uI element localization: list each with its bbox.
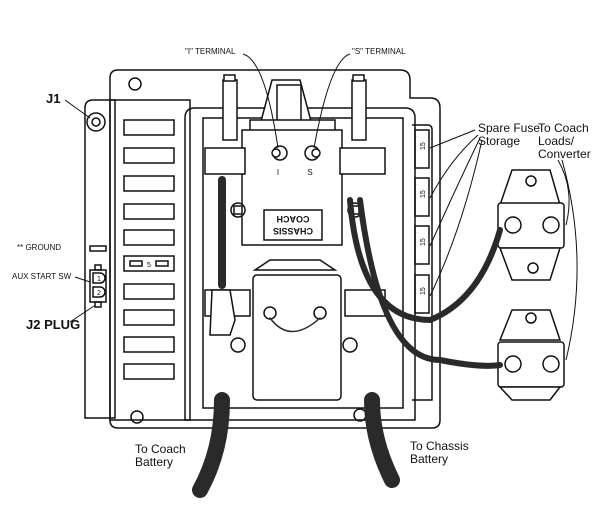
fuse-slot [123, 175, 175, 192]
j1-stud-outer [86, 112, 106, 132]
leader-spare-1 [429, 129, 476, 149]
j1-label: J1 [46, 91, 61, 106]
to-coach-battery-label: To Coach Battery [135, 442, 186, 470]
spare-fuse-label: 15 [420, 287, 427, 295]
cable-to-breaker-bottom [357, 197, 503, 369]
spare-fuse-label: 15 [420, 142, 427, 150]
relay-stud-left [263, 306, 277, 320]
fuse-slot [123, 229, 175, 246]
leader-j1 [64, 99, 91, 119]
breaker-top-mount [498, 169, 561, 206]
solenoid-label-plate [263, 209, 323, 241]
terminal-s-label: S [307, 168, 312, 177]
fuse-slot [123, 147, 175, 164]
leader-aux [74, 276, 91, 283]
fuse-slot [123, 283, 175, 300]
fuse-panel [109, 99, 191, 421]
relay-stud-right [313, 306, 327, 320]
post-left [222, 79, 238, 141]
bolt-top-right [339, 147, 386, 175]
fuse-slots [123, 119, 175, 380]
s-terminal-label: "S" TERMINAL [352, 47, 406, 56]
center-plate [184, 107, 416, 421]
leader-i [242, 53, 279, 149]
cable-chassis-battery [364, 392, 400, 488]
control-wire [269, 317, 321, 333]
leader-j2 [69, 305, 95, 323]
mount-hole-bottom-left [130, 410, 144, 424]
leader-coach-loads-1 [557, 159, 570, 226]
leader-s [313, 53, 351, 149]
spare-fuse-label: 15 [420, 190, 427, 198]
fuse-slot-5a [123, 255, 175, 272]
breaker-top-terminal-right [542, 216, 560, 234]
spare-fuse-label: 15 [420, 238, 427, 246]
spare-fuse [414, 274, 430, 314]
fuse-slot [123, 309, 175, 326]
breaker-bottom-terminal-left [504, 355, 522, 373]
j2-plug-label: J2 PLUG [26, 317, 81, 332]
j2-pin-2: 2 [97, 290, 101, 297]
cable-coach-battery [192, 392, 230, 498]
back-plate [109, 69, 441, 429]
ground-label: ** GROUND [17, 243, 62, 252]
lower-relay [252, 274, 342, 401]
fuse-slot [123, 119, 175, 136]
breaker-bottom-terminal-right [542, 355, 560, 373]
aux-start-sw-label: AUX START SW [12, 272, 72, 281]
fuse-slot [123, 203, 175, 220]
fuse-slot [123, 336, 175, 353]
fuse-slot [123, 363, 175, 380]
to-coach-loads-label: To Coach Loads/ Converter [538, 121, 591, 162]
mount-hole-bottom-right [353, 408, 367, 422]
fuse-5-label: 5 [147, 262, 151, 269]
cable-to-breaker-top [347, 197, 503, 324]
spare-fuse [414, 129, 430, 169]
plate-chassis: CHASSIS [273, 226, 313, 236]
j2-pin-1: 1 [97, 276, 101, 283]
spare-fuse-column [412, 124, 433, 401]
left-inner-plate [84, 99, 116, 419]
breaker-top-terminal-left [504, 216, 522, 234]
relay-cap [252, 259, 338, 271]
spare-fuse-storage-label: Spare Fuse Storage [478, 121, 541, 149]
leader-coach-loads-2 [561, 159, 578, 361]
leader-spare-4 [429, 139, 483, 297]
terminal-i-label: I [277, 168, 279, 177]
bolt-top-left [204, 147, 246, 175]
to-chassis-battery-label: To Chassis Battery [410, 439, 469, 467]
leader-spare-2 [429, 134, 479, 199]
leader-spare-3 [429, 137, 481, 247]
i-terminal-label: "I" TERMINAL [185, 47, 236, 56]
j1-stud-inner [91, 117, 101, 127]
spare-fuse [414, 225, 430, 265]
spare-fuse [414, 177, 430, 217]
breaker-bottom-mount [498, 309, 562, 341]
ground-tab [89, 245, 107, 252]
post-right [351, 79, 367, 141]
plate-coach: COACH [277, 214, 310, 224]
mount-hole-top-left [128, 77, 142, 91]
